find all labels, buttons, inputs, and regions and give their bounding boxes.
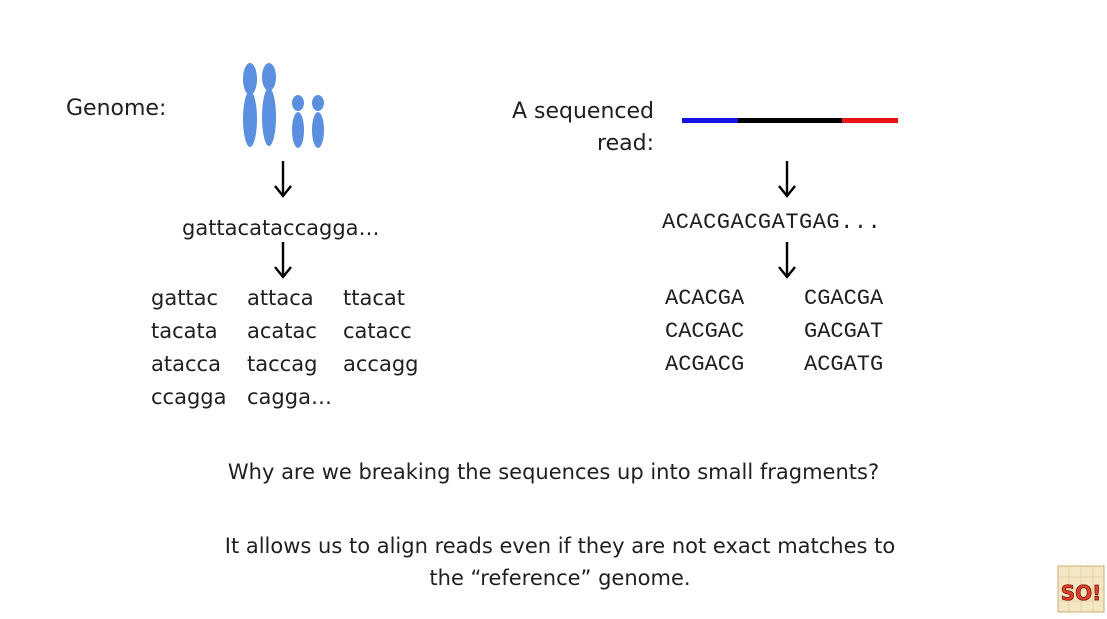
genome-kmer: catacc xyxy=(343,319,412,343)
genome-kmer: cagga… xyxy=(247,385,332,409)
read-kmer-grid: ACACGA CGACGA CACGAC GACGAT ACGACG ACGAT… xyxy=(665,286,943,377)
read-bar-segment-blue xyxy=(682,118,738,123)
read-bar-segment-black xyxy=(738,118,842,123)
read-label-line1: A sequenced xyxy=(511,99,654,124)
read-label-line2: read: xyxy=(597,131,654,156)
sequenced-read-bar xyxy=(682,118,898,123)
answer-line2: the “reference” genome. xyxy=(429,566,691,590)
chromosomes-icon xyxy=(243,63,324,148)
read-kmer: ACGACG xyxy=(665,352,745,377)
answer-text: It allows us to align reads even if they… xyxy=(160,530,960,594)
read-kmer: CGACGA xyxy=(804,286,884,311)
read-bar-segment-red xyxy=(842,118,898,123)
logo-text: SO! xyxy=(1061,581,1102,605)
read-kmer: ACACGA xyxy=(665,286,745,311)
chromosome-large-1 xyxy=(243,63,257,147)
read-kmer: ACGATG xyxy=(804,352,884,377)
genome-kmer: accagg xyxy=(343,352,419,376)
genome-kmer: ttacat xyxy=(343,286,405,310)
read-kmer: GACGAT xyxy=(804,319,884,344)
genome-kmer: atacca xyxy=(151,352,221,376)
genome-kmer: acatac xyxy=(247,319,317,343)
chromosome-large-2 xyxy=(262,63,276,146)
genome-kmer: taccag xyxy=(247,352,318,376)
arrow-down-icon xyxy=(274,242,292,279)
arrow-down-icon xyxy=(778,242,796,279)
read-label: A sequenced read: xyxy=(470,96,654,160)
genome-kmer-grid: gattac attaca ttacat tacata acatac catac… xyxy=(151,286,439,409)
channel-logo: SO! xyxy=(1057,565,1105,613)
genome-kmer: tacata xyxy=(151,319,218,343)
genome-kmer: attaca xyxy=(247,286,314,310)
genome-kmer: gattac xyxy=(151,286,219,310)
read-sequence: ACACGACGATGAG... xyxy=(662,210,882,235)
genome-label: Genome: xyxy=(66,96,167,121)
arrow-down-icon xyxy=(274,161,292,198)
chromosome-small-1 xyxy=(292,95,304,148)
answer-line1: It allows us to align reads even if they… xyxy=(224,534,896,558)
genome-sequence: gattacataccagga… xyxy=(182,216,380,240)
genome-kmer: ccagga xyxy=(151,385,227,409)
chromosome-small-2 xyxy=(312,95,324,148)
read-kmer: CACGAC xyxy=(665,319,745,344)
question-text: Why are we breaking the sequences up int… xyxy=(227,460,880,484)
arrow-down-icon xyxy=(778,161,796,198)
